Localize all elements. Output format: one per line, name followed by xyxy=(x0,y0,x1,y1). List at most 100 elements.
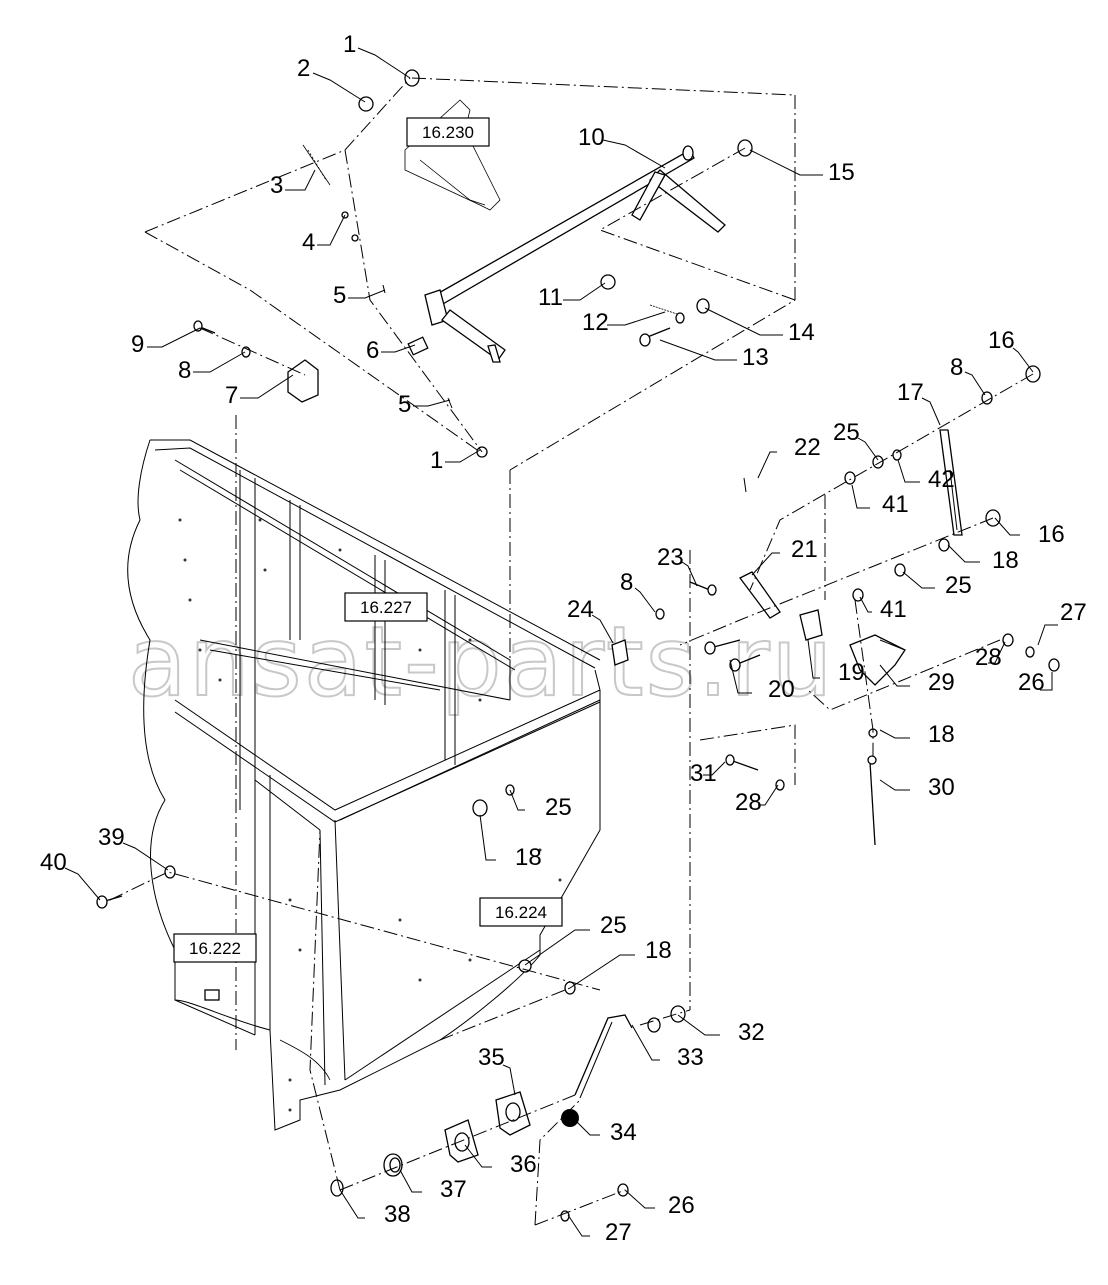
callout-35: 35 xyxy=(478,1044,516,1096)
callout-number: 38 xyxy=(384,1201,411,1228)
callout-1: 1 xyxy=(343,31,411,79)
callout-number: 15 xyxy=(828,159,855,186)
callout-leader-line xyxy=(479,814,496,861)
reference-box-16-230: 16.230 xyxy=(406,117,490,147)
callout-leader-line xyxy=(563,282,606,301)
reference-box-frame xyxy=(406,117,490,147)
callout-number: 26 xyxy=(1018,669,1045,696)
callout-number: 30 xyxy=(928,774,955,801)
callout-leader-line xyxy=(921,397,941,426)
watermark-text: ansat-parts.ru xyxy=(128,606,835,718)
callout-leader-line xyxy=(524,929,590,966)
callout-26: 26 xyxy=(1018,669,1053,696)
callout-leader-line xyxy=(574,1119,600,1136)
callout-7: 7 xyxy=(225,374,294,409)
callout-18: 18 xyxy=(947,544,1019,574)
callout-leader-line xyxy=(1040,672,1053,691)
callout-leader-line xyxy=(659,339,737,361)
callout-number: 39 xyxy=(98,824,125,851)
callout-number: 25 xyxy=(545,794,572,821)
callout-number: 37 xyxy=(440,1176,467,1203)
callout-40: 40 xyxy=(40,849,101,901)
callout-number: 1 xyxy=(430,447,443,474)
callout-18: 18 xyxy=(569,937,672,989)
upper-shaft-assembly xyxy=(193,69,753,458)
callout-28: 28 xyxy=(735,784,779,816)
callout-leader-line xyxy=(317,214,346,246)
callout-number: 40 xyxy=(40,849,67,876)
callout-leader-line xyxy=(445,449,481,463)
callout-leader-line xyxy=(339,1189,365,1219)
assembly-center-lines xyxy=(109,77,1034,1226)
callout-leader-line xyxy=(631,1024,660,1061)
callout-leader-line xyxy=(677,1014,720,1036)
callout-leader-line xyxy=(357,47,411,79)
callout-number: 14 xyxy=(788,319,815,346)
callout-number: 10 xyxy=(578,124,605,151)
callout-leader-line xyxy=(703,761,726,776)
callout-leader-line xyxy=(758,784,779,806)
callout-25: 25 xyxy=(509,789,572,821)
callout-29: 29 xyxy=(879,664,955,696)
callout-31: 31 xyxy=(690,760,726,787)
callout-leader-line xyxy=(751,552,780,576)
callout-number: 28 xyxy=(735,789,762,816)
callout-number: 36 xyxy=(510,1151,537,1178)
reference-box-label: 16.227 xyxy=(360,598,412,617)
callout-27: 27 xyxy=(1037,599,1087,646)
reference-box-label: 16.224 xyxy=(495,903,547,922)
callout-number: 27 xyxy=(605,1219,632,1246)
callout-number: 41 xyxy=(880,596,907,623)
callout-leader-line xyxy=(807,639,820,679)
callout-8: 8 xyxy=(950,354,986,396)
callout-number: 5 xyxy=(333,282,346,309)
callout-leader-line xyxy=(681,561,698,587)
callout-leader-line xyxy=(729,659,752,694)
callout-leader-line xyxy=(502,1064,516,1096)
callout-8: 8 xyxy=(620,569,656,613)
callout-leader-line xyxy=(879,779,910,791)
lower-parts-assembly xyxy=(96,784,686,1222)
callout-41: 41 xyxy=(859,596,907,623)
callout-leader-line xyxy=(381,344,416,353)
callout-14: 14 xyxy=(704,307,815,346)
callout-12: 12 xyxy=(582,309,666,336)
callout-28: 28 xyxy=(975,641,1006,671)
callout-number: 5 xyxy=(398,391,411,418)
callout-leader-line xyxy=(902,571,935,589)
callout-16: 16 xyxy=(988,327,1034,373)
callout-leader-line xyxy=(947,544,980,563)
side-panel-assembly xyxy=(127,439,601,1131)
callout-number: 6 xyxy=(366,337,379,364)
callout-leader-line xyxy=(240,374,294,399)
callout-21: 21 xyxy=(751,536,818,576)
callout-25: 25 xyxy=(833,419,879,461)
callout-number: 33 xyxy=(677,1044,704,1071)
callout-10: 10 xyxy=(578,124,666,169)
callout-number: 18 xyxy=(928,721,955,748)
callout-38: 38 xyxy=(339,1189,411,1228)
right-linkage-assembly xyxy=(611,365,1060,846)
callout-17: 17 xyxy=(897,379,941,426)
callout-42: 42 xyxy=(897,459,955,493)
callout-11: 11 xyxy=(538,282,606,311)
callout-number: 23 xyxy=(657,544,684,571)
callout-number: 25 xyxy=(945,572,972,599)
callout-leader-line xyxy=(859,596,872,613)
callout-34: 34 xyxy=(574,1119,637,1146)
callout-41: 41 xyxy=(851,484,909,518)
callout-23: 23 xyxy=(657,544,698,587)
callout-13: 13 xyxy=(659,339,769,371)
callout-19: 19 xyxy=(807,639,865,686)
callout-26: 26 xyxy=(624,1189,695,1219)
callout-leader-line xyxy=(602,139,666,169)
callout-leader-line xyxy=(988,641,1006,664)
callout-leader-line xyxy=(879,729,910,739)
callout-37: 37 xyxy=(399,1169,467,1203)
callout-number: 24 xyxy=(567,596,594,623)
callout-leader-line xyxy=(757,451,777,479)
callout-leader-line xyxy=(193,351,246,373)
callout-leader-line xyxy=(64,867,101,901)
callout-number: 29 xyxy=(928,669,955,696)
